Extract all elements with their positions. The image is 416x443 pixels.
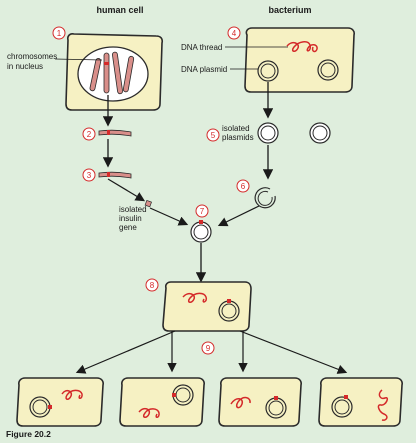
- arrow-division-1: [75, 330, 176, 374]
- isolated-insulin-label: isolated: [119, 205, 147, 214]
- heading-human-cell: human cell: [96, 5, 143, 15]
- svg-text:2: 2: [87, 130, 92, 139]
- isolated-insulin-label-line3: gene: [119, 223, 137, 232]
- dna-plasmid-label: DNA plasmid: [181, 65, 227, 74]
- isolated-plasmids-label-line2: plasmids: [222, 133, 254, 142]
- figure-caption: Figure 20.2: [6, 429, 51, 439]
- inserted-gene: [199, 220, 203, 224]
- daughter-bacterium: [119, 377, 205, 427]
- step-2-marker: 2: [82, 127, 96, 141]
- arrow-cutplasmid-to-recombinant: [217, 205, 260, 227]
- step-4-marker: 4: [227, 26, 241, 40]
- step-9-marker: 9: [201, 341, 215, 355]
- chromosome: [112, 51, 123, 95]
- step-3-marker: 3: [82, 168, 96, 182]
- isolated-insulin-label-line2: insulin: [119, 214, 142, 223]
- insulin-gene-marker: [107, 130, 110, 135]
- human-cell: [65, 33, 164, 111]
- step-7-marker: 7: [195, 204, 209, 218]
- daughter-bacterium: [318, 377, 403, 427]
- chromosome: [89, 57, 102, 92]
- dna-thread: [286, 41, 318, 53]
- arrow-gene-to-isolated: [107, 178, 146, 202]
- daughter-bacterium: [16, 377, 104, 427]
- heading-bacterium: bacterium: [268, 5, 311, 15]
- step-5-marker: 5: [206, 128, 220, 142]
- chromosomes-label: chromosomes: [7, 52, 57, 61]
- cut-plasmid: [254, 187, 276, 209]
- svg-text:8: 8: [150, 281, 155, 290]
- svg-text:9: 9: [206, 344, 211, 353]
- svg-text:6: 6: [241, 182, 246, 191]
- daughter-bacterium: [218, 377, 302, 427]
- recombinant-bacterium: [162, 281, 252, 332]
- chromosome: [122, 55, 135, 93]
- chromosomes-pointer: [54, 58, 103, 61]
- svg-text:1: 1: [57, 29, 62, 38]
- insulin-gene-marker: [104, 62, 109, 65]
- dna-thread-label: DNA thread: [181, 43, 222, 52]
- isolated-insulin-gene: [144, 199, 152, 208]
- isolated-plasmids-label: isolated: [222, 124, 250, 133]
- arrow-division-4: [239, 330, 348, 374]
- step-1-marker: 1: [52, 26, 66, 40]
- arrow-gene-to-recombinant: [149, 207, 189, 226]
- insulin-gene-marker: [107, 172, 110, 177]
- svg-text:3: 3: [87, 171, 92, 180]
- chromosomes-label-line2: in nucleus: [7, 62, 43, 71]
- svg-text:4: 4: [232, 29, 237, 38]
- step-6-marker: 6: [236, 179, 250, 193]
- bacterium-cell: [244, 27, 355, 93]
- chromosome: [103, 52, 110, 94]
- step-8-marker: 8: [145, 278, 159, 292]
- svg-text:7: 7: [200, 207, 205, 216]
- svg-text:5: 5: [211, 131, 216, 140]
